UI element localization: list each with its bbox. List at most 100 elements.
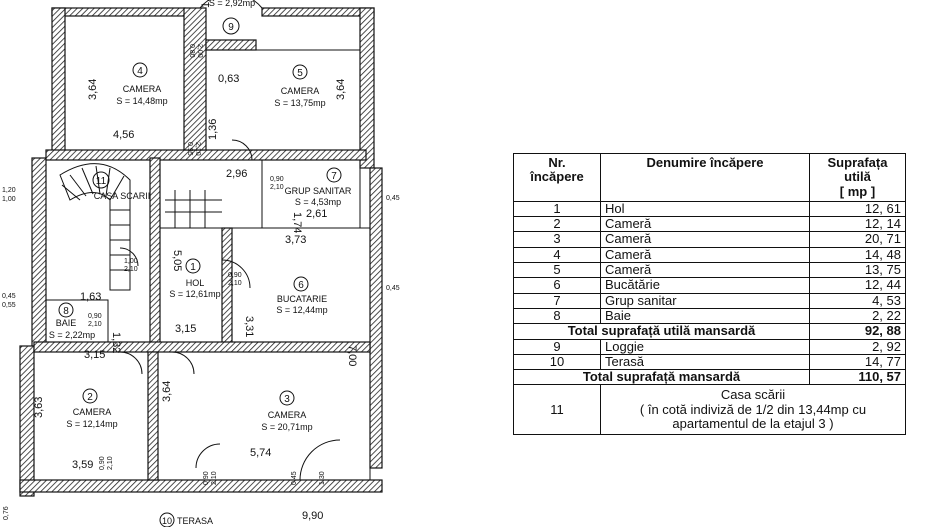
svg-text:2,96: 2,96 (226, 168, 247, 180)
door-labels: 0,80 2,00 0,95 2,10 0,90 2,10 0,90 2,10 … (88, 44, 326, 485)
svg-text:CAMERA: CAMERA (281, 86, 320, 96)
svg-text:3,64: 3,64 (335, 79, 347, 100)
row-stairs-note: Casa scării ( în cotă indiviză de 1/2 di… (600, 384, 906, 436)
svg-text:2,00: 2,00 (196, 44, 203, 58)
room-5-label: 5 CAMERA S = 13,75mp (274, 64, 326, 108)
room-10-label: 10 TERASA (159, 512, 213, 527)
total-util-area: 92, 88 (809, 323, 906, 340)
svg-text:3,31: 3,31 (243, 316, 255, 337)
row-nr: 7 (513, 292, 601, 309)
table-row-stairs: 11 Casa scării ( în cotă indiviză de 1/2… (513, 384, 906, 436)
room-5-outline (205, 49, 361, 151)
svg-text:8: 8 (63, 306, 69, 317)
wall-left-lower (19, 345, 35, 497)
svg-text:1,32: 1,32 (110, 332, 122, 353)
total-label: Total suprafață mansardă (513, 369, 810, 386)
svg-text:3,63: 3,63 (33, 397, 45, 418)
row-nr: 4 (513, 246, 601, 264)
svg-text:2,10: 2,10 (107, 456, 114, 470)
svg-text:2,10: 2,10 (124, 266, 138, 273)
row-name: Grup sanitar (600, 292, 810, 309)
row-area: 12, 61 (809, 200, 906, 218)
svg-text:4,56: 4,56 (113, 129, 134, 141)
svg-text:CAMERA: CAMERA (123, 84, 162, 94)
room-8-label: 8 BAIE S = 2,22mp (49, 302, 95, 340)
row-nr: 9 (513, 338, 601, 355)
wall-mid-horizontal (45, 149, 367, 161)
svg-text:2,10: 2,10 (211, 471, 218, 485)
svg-text:3: 3 (284, 394, 290, 405)
table-header-row: Nr. încăpere Denumire încăpere Suprafața… (513, 153, 906, 202)
room-3-label: 3 CAMERA S = 20,71mp (261, 390, 313, 432)
svg-text:0,90: 0,90 (203, 471, 210, 485)
svg-text:1,66: 1,66 (200, 0, 212, 8)
wall-hol-right (221, 227, 233, 349)
svg-text:CAMERA: CAMERA (73, 407, 112, 417)
row-area: 14, 77 (809, 353, 906, 371)
svg-text:S = 2,92mp: S = 2,92mp (209, 0, 255, 8)
svg-text:0,90: 0,90 (228, 272, 242, 279)
svg-text:3,15: 3,15 (175, 323, 196, 335)
svg-text:1,20: 1,20 (2, 187, 16, 194)
row-nr: 2 (513, 216, 601, 233)
wall-loggia (205, 39, 257, 51)
svg-text:3,59: 3,59 (72, 459, 93, 471)
svg-text:S = 12,44mp: S = 12,44mp (276, 305, 327, 315)
svg-text:S = 12,61mp: S = 12,61mp (169, 289, 220, 299)
row-name: Hol (600, 200, 810, 218)
svg-text:5,05: 5,05 (171, 250, 183, 271)
svg-text:0,90: 0,90 (99, 456, 106, 470)
row-area: 12, 44 (809, 277, 906, 294)
row-area: 14, 48 (809, 246, 906, 264)
wall-stair-right (149, 157, 161, 349)
row-area: 13, 75 (809, 262, 906, 279)
wall-left-mid (31, 157, 47, 347)
room-9-label: 9 S = 2,92mp (209, 0, 255, 35)
header-area: Suprafața utilă [ mp ] (809, 153, 906, 202)
svg-text:2,10: 2,10 (228, 280, 242, 287)
wall-lower-mid (147, 351, 159, 481)
room-2-outline (33, 351, 149, 481)
svg-text:9,90: 9,90 (302, 510, 323, 522)
row-name: Bucătărie (600, 277, 810, 294)
stairs-note-line2: ( în cotă indiviză de 1/2 din 13,44mp cu (639, 401, 867, 417)
room-8-outline (45, 299, 109, 343)
svg-text:S = 2,22mp: S = 2,22mp (49, 330, 95, 340)
floor-plan: 4 CAMERA S = 14,48mp 5 CAMERA S = 13,75m… (2, 0, 400, 527)
room-1-outline (159, 227, 223, 343)
row-name: Cameră (600, 262, 810, 279)
svg-text:11: 11 (96, 176, 107, 187)
svg-text:0,90: 0,90 (270, 176, 284, 183)
room-6-outline (231, 227, 371, 343)
svg-text:9: 9 (228, 22, 234, 33)
svg-text:0,80: 0,80 (188, 44, 195, 58)
header-name: Denumire încăpere (600, 153, 810, 202)
svg-text:0,63: 0,63 (218, 73, 239, 85)
svg-text:0,95: 0,95 (186, 142, 193, 156)
row-name: Terasă (600, 353, 810, 371)
room-1-label: 1 HOL S = 12,61mp (169, 258, 221, 299)
room-7-label: 7 GRUP SANITAR S = 4,53mp (285, 167, 352, 207)
dimensions: 1,66 0,63 3,64 3,64 4,56 1,36 2,96 1,74 … (2, 0, 400, 522)
wall-right-mid (369, 167, 383, 469)
row-area: 2, 92 (809, 338, 906, 355)
svg-text:0,45: 0,45 (386, 285, 400, 292)
svg-text:GRUP SANITAR: GRUP SANITAR (285, 186, 352, 196)
row-name: Cameră (600, 216, 810, 233)
svg-text:1,74: 1,74 (291, 212, 303, 233)
row-nr: 5 (513, 262, 601, 279)
svg-text:7,00: 7,00 (346, 345, 358, 366)
svg-text:7: 7 (331, 171, 337, 182)
svg-text:5: 5 (297, 68, 303, 79)
svg-text:10: 10 (162, 516, 172, 526)
row-nr: 10 (513, 353, 601, 371)
room-3-outline (157, 351, 371, 481)
svg-text:0,76: 0,76 (3, 506, 10, 520)
